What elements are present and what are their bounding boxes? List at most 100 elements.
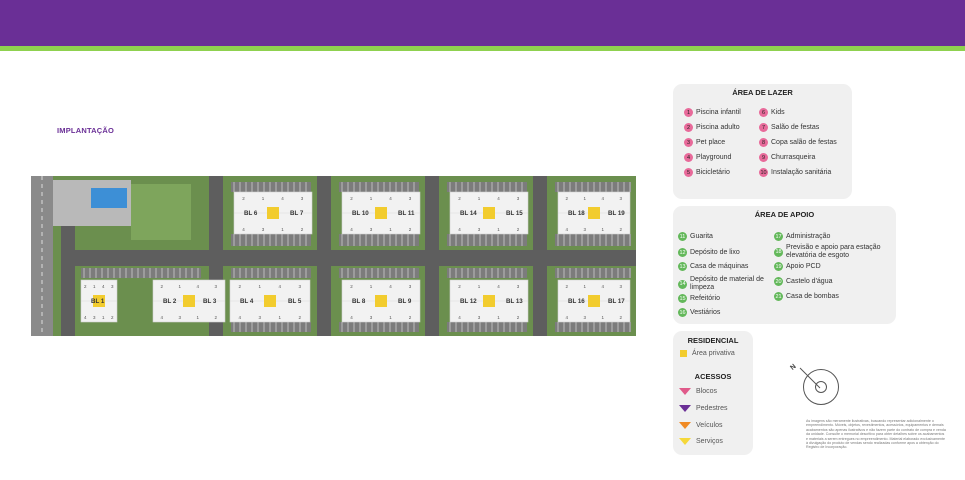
unit-number: 4 — [602, 196, 605, 201]
unit-number: 3 — [370, 227, 373, 232]
acesso-item-veiculos: Veículos — [679, 422, 722, 429]
unit-number: 3 — [517, 284, 520, 289]
unit-number: 1 — [179, 284, 182, 289]
lazer-item-label: Piscina infantil — [696, 109, 741, 116]
apoio-item-label: Guarita — [690, 233, 713, 240]
unit-number: 2 — [517, 315, 520, 320]
unit-number: 2 — [239, 284, 242, 289]
unit-number: 4 — [239, 315, 242, 320]
parking-strip — [339, 268, 419, 278]
number-badge: 18 — [774, 247, 783, 257]
section-title: IMPLANTAÇÃO — [57, 126, 115, 135]
lazer-item-label: Churrasqueira — [771, 154, 816, 161]
number-badge: 12 — [678, 248, 687, 257]
unit-number: 2 — [299, 315, 302, 320]
unit-number: 1 — [389, 315, 392, 320]
private-area-core — [93, 295, 105, 307]
unit-number: 1 — [602, 227, 605, 232]
block-label: BL 13 — [506, 298, 523, 305]
parking-strip — [339, 182, 419, 192]
acessos-title: ACESSOS — [694, 372, 732, 381]
unit-number: 4 — [458, 227, 461, 232]
unit-number: 2 — [242, 196, 245, 201]
number-badge: 15 — [678, 294, 687, 303]
unit-number: 3 — [620, 284, 623, 289]
unit-number: 1 — [279, 315, 282, 320]
private-area-core — [588, 295, 600, 307]
unit-number: 1 — [370, 196, 373, 201]
unit-number: 4 — [389, 284, 392, 289]
unit-number: 1 — [102, 315, 105, 320]
apoio-item-label: Administração — [786, 233, 831, 240]
arrow-icon — [679, 388, 691, 395]
parking-strip — [81, 268, 201, 278]
lazer-title: ÁREA DE LAZER — [732, 88, 793, 97]
disclaimer-text: As imagens são meramente ilustrativas, b… — [806, 419, 946, 450]
compass-needle-icon — [799, 367, 821, 389]
acesso-label: Veículos — [696, 422, 723, 429]
unit-number: 2 — [409, 227, 412, 232]
acesso-item-pedestres: Pedestres — [679, 405, 728, 412]
unit-number: 1 — [497, 315, 500, 320]
unit-number: 3 — [262, 227, 265, 232]
lazer-item-label: Pet place — [696, 139, 726, 146]
acesso-label: Serviços — [696, 438, 723, 445]
private-area-swatch — [680, 350, 687, 357]
unit-number: 2 — [409, 315, 412, 320]
unit-number: 4 — [161, 315, 164, 320]
unit-number: 3 — [93, 315, 96, 320]
apoio-item-label: Depósito de material de limpeza — [690, 276, 764, 291]
block-label: BL 16 — [568, 298, 585, 305]
block-label: BL 18 — [568, 210, 585, 217]
unit-number: 3 — [478, 315, 481, 320]
number-badge: 19 — [774, 262, 783, 271]
unit-number: 1 — [281, 227, 284, 232]
compass-inner-ring — [815, 381, 827, 393]
unit-number: 2 — [517, 227, 520, 232]
apoio-item-label: Refeitório — [690, 295, 720, 302]
unit-number: 4 — [389, 196, 392, 201]
acesso-label: Pedestres — [696, 405, 728, 412]
private-area-core — [264, 295, 276, 307]
parking-strip — [339, 234, 419, 246]
unit-number: 4 — [566, 227, 569, 232]
number-badge: 14 — [678, 279, 687, 289]
parking-strip — [231, 182, 311, 192]
unit-number: 3 — [409, 284, 412, 289]
parking-strip — [447, 268, 527, 278]
unit-number: 3 — [409, 196, 412, 201]
residencial-acessos-panel: RESIDENCIAL Área privativa ACESSOS Bloco… — [673, 331, 753, 455]
unit-number: 2 — [301, 227, 304, 232]
unit-number: 1 — [370, 284, 373, 289]
private-area-core — [267, 207, 279, 219]
lazer-item-label: Copa salão de festas — [771, 139, 837, 146]
unit-number: 1 — [389, 227, 392, 232]
parking-strip — [555, 182, 631, 192]
parking-strip — [447, 234, 527, 246]
block-label: BL 11 — [398, 210, 415, 217]
unit-number: 4 — [458, 315, 461, 320]
number-badge: 2 — [684, 123, 693, 132]
block-label: BL 4 — [240, 298, 254, 305]
arrow-icon — [679, 438, 691, 445]
arrow-icon — [679, 422, 691, 429]
lazer-item-label: Kids — [771, 109, 785, 116]
unit-number: 4 — [497, 196, 500, 201]
unit-number: 2 — [111, 315, 114, 320]
lazer-item-label: Instalação sanitária — [771, 169, 832, 176]
